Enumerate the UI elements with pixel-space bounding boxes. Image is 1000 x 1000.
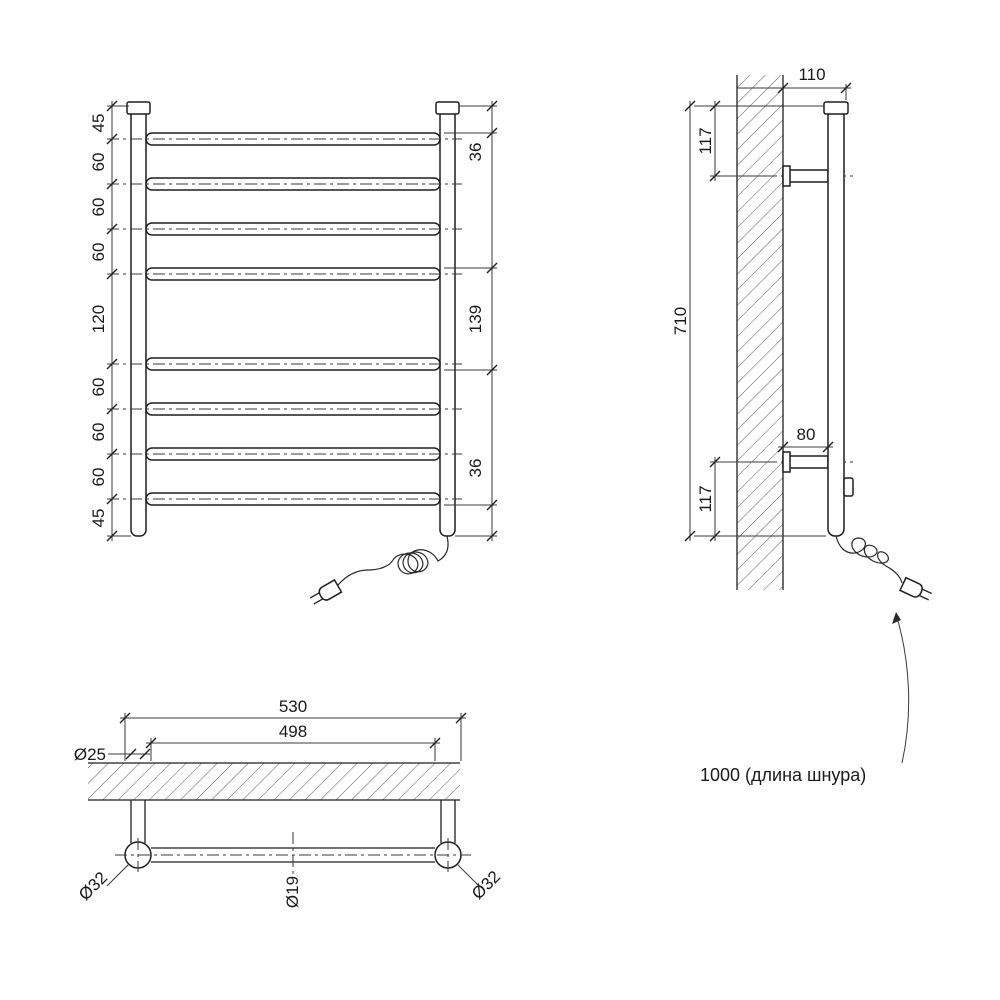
- power-cord-side: [835, 535, 903, 584]
- mount-surface-hatch: [88, 763, 460, 800]
- dia-32-right-leader: [456, 863, 480, 887]
- bottom-view: 530 498 Ø25 Ø32 Ø19 Ø32: [74, 697, 504, 908]
- side-dim-710-ticks: [684, 100, 696, 542]
- power-switch: [843, 477, 854, 497]
- front-dim-right-3: 36: [466, 459, 485, 478]
- label-dia-25: Ø25: [74, 745, 106, 764]
- front-dim-left-2: 60: [89, 153, 108, 172]
- front-dim-right-1: 36: [466, 143, 485, 162]
- plug-body-front: [318, 578, 343, 601]
- bottom-dim-530-lines: [120, 713, 466, 761]
- front-dim-left-8: 60: [89, 468, 108, 487]
- wall-hatch: [737, 75, 783, 590]
- side-dim-110-line: [737, 84, 851, 100]
- front-left-ext-lines: [107, 105, 131, 537]
- side-dim-117-top: 117: [696, 127, 715, 154]
- side-ext-lines: [694, 105, 826, 537]
- rungs: [145, 132, 441, 506]
- front-right-ext-lines: [444, 105, 497, 537]
- side-dim-117-top-ticks: [709, 100, 721, 182]
- side-dim-117-bottom: 117: [696, 485, 715, 512]
- front-dim-left-7: 60: [89, 423, 108, 442]
- wall-faces: [736, 75, 784, 590]
- bottom-centerlines: [115, 832, 471, 878]
- plug-prongs-front: [309, 592, 323, 605]
- front-dim-left-3: 60: [89, 198, 108, 217]
- cord-length-label: 1000 (длина шнура): [700, 765, 866, 785]
- label-dia-32-right: Ø32: [468, 867, 504, 903]
- front-dim-left-9: 45: [89, 509, 108, 528]
- mount-posts: [130, 800, 456, 843]
- front-dim-left-1: 45: [89, 114, 108, 133]
- label-dia-32-left: Ø32: [75, 868, 111, 904]
- side-dim-80-ticks: [777, 441, 834, 453]
- side-view: 110 710 117 117 80 1000 (длина шнура): [671, 65, 932, 785]
- front-dim-right-2: 139: [466, 305, 485, 333]
- power-plug-side: [899, 576, 932, 601]
- label-dia-19: Ø19: [283, 876, 302, 908]
- front-right-ticks: [486, 100, 498, 542]
- left-rail: [130, 107, 147, 537]
- front-dim-left-5: 120: [89, 305, 108, 333]
- bracket-bottom-flange: [782, 451, 791, 473]
- bottom-dim-498-lines: [146, 738, 440, 761]
- front-view: 45 60 60 60 120 60 60 60 45 36 139 36: [89, 100, 498, 605]
- side-dim-110: 110: [798, 65, 825, 84]
- mount-surface-edges: [88, 762, 460, 801]
- front-left-ticks: [106, 100, 118, 542]
- left-rail-cap: [126, 101, 151, 115]
- bottom-dim-498: 498: [279, 722, 307, 741]
- cord-leader-arrow: [892, 612, 901, 624]
- side-dim-710: 710: [671, 307, 690, 335]
- front-dim-left-4: 60: [89, 243, 108, 262]
- right-rail-cap: [435, 101, 460, 115]
- side-dim-117-bottom-ticks: [709, 456, 721, 542]
- right-rail: [439, 107, 456, 537]
- plug-prongs-side: [919, 588, 932, 601]
- front-dim-left-6: 60: [89, 378, 108, 397]
- dia-25-ticks: [125, 748, 151, 760]
- bottom-dim-530-ticks: [119, 712, 467, 724]
- power-plug-front: [309, 578, 343, 605]
- dia-32-left-leader: [106, 863, 130, 887]
- bottom-dim-498-ticks: [145, 737, 441, 749]
- cord-leader-line: [895, 613, 910, 764]
- power-cord-front: [337, 535, 449, 586]
- bracket-top-flange: [782, 165, 791, 187]
- plug-body-side: [899, 576, 923, 598]
- side-rail-cap: [823, 101, 849, 115]
- side-dim-80: 80: [797, 425, 816, 444]
- side-rail: [827, 107, 845, 537]
- side-dim-110-ticks: [777, 82, 852, 94]
- bottom-dim-530: 530: [279, 697, 307, 716]
- rung-centerlines: [107, 138, 462, 500]
